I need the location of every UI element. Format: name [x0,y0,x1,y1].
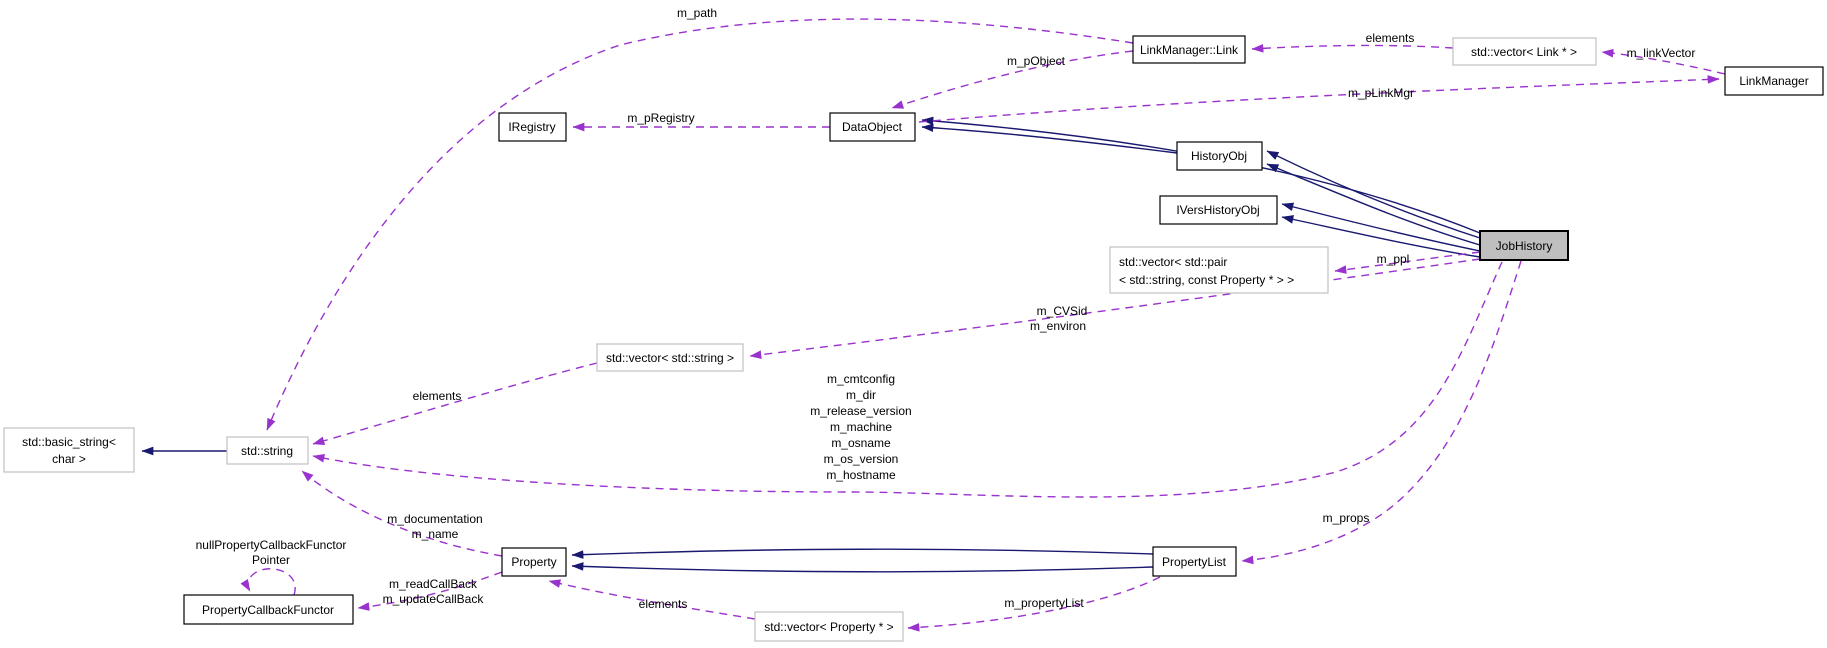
node-vector-link-label: std::vector< Link * > [1471,45,1577,59]
node-vector-string-box [596,343,744,372]
usage-edge-property-stdstring [301,470,503,557]
edge-label-nullpropertycallbackfunctor: nullPropertyCallbackFunctor [196,538,347,552]
edge-label-m-hostname: m_hostname [826,468,896,482]
node-std-string: std::string [226,436,309,465]
usage-edge-callbackfunctor-selfloop [240,568,296,596]
node-property[interactable]: Property [501,547,567,577]
node-basic-string-label-line1: std::basic_string< [22,435,116,449]
usage-edge-property-callbackfunctor [357,571,503,611]
node-linkmanager-link-label: LinkManager::Link [1140,43,1239,57]
edge-label-m-dir: m_dir [846,388,876,402]
node-vector-pair-label-line2: < std::string, const Property * > > [1119,273,1294,287]
usage-edge-vectorproperty-property-elements [548,579,756,620]
usage-edge-jobhistory-propertylist [1241,260,1522,565]
node-propertylist[interactable]: PropertyList [1152,546,1237,577]
node-linkmanager-box[interactable] [1724,66,1824,96]
edge-label-m-updatecallback: m_updateCallBack [383,592,485,606]
node-property-box[interactable] [501,547,567,577]
edge-label-m-cvsid: m_CVSid [1037,304,1088,318]
node-jobhistory-box [1479,230,1569,261]
node-propertylist-box[interactable] [1152,546,1237,577]
usage-edge-jobhistory-vectorpair [1334,251,1481,274]
edge-label-m-plinkmgr: m_pLinkMgr [1348,86,1414,100]
node-propertycallbackfunctor-box[interactable] [183,594,354,625]
edge-label-m-readcallback: m_readCallBack [389,577,478,591]
edge-label-m-os-version: m_os_version [824,452,899,466]
node-iregistry[interactable]: IRegistry [498,112,567,142]
node-vector-property-label: std::vector< Property * > [764,620,893,634]
node-basic-string: std::basic_string< char > [3,427,135,473]
edge-label-m-propertylist: m_propertyList [1004,596,1084,610]
node-vector-property-box [754,611,904,642]
node-historyobj-label: HistoryObj [1191,149,1247,163]
node-propertycallbackfunctor[interactable]: PropertyCallbackFunctor [183,594,354,625]
node-dataobject[interactable]: DataObject [829,112,916,142]
usage-edge-vectorlink-link-elements [1251,44,1454,53]
node-historyobj-box[interactable] [1176,141,1263,171]
edge-label-elements-properties: elements [639,597,688,611]
edge-label-m-ppl: m_ppl [1377,252,1410,266]
usage-edge-propertylist-vectorproperty [907,576,1161,632]
node-propertycallbackfunctor-label: PropertyCallbackFunctor [202,603,334,617]
edge-label-m-cmtconfig: m_cmtconfig [827,372,895,386]
edge-label-m-machine: m_machine [830,420,892,434]
edge-label-m-pregistry: m_pRegistry [627,111,694,125]
node-iregistry-box[interactable] [498,112,567,142]
edge-label-m-release-version: m_release_version [810,404,911,418]
node-vector-pair: std::vector< std::pair < std::string, co… [1109,246,1329,294]
node-std-string-label: std::string [241,444,293,458]
edge-label-elements-strings: elements [413,389,462,403]
edge-label-m-linkvector: m_linkVector [1627,46,1696,60]
inheritance-edge-propertylist-property-2 [571,562,1154,573]
node-ivershistoryobj-label: IVersHistoryObj [1176,203,1259,217]
node-dataobject-label: DataObject [842,120,903,134]
node-basic-string-label-line2: char > [52,452,86,466]
inheritance-edge-jobhistory-historyobj-2 [1266,163,1481,246]
edge-label-m-documentation: m_documentation [387,512,482,526]
usage-edge-dataobject-linkmanager [918,75,1720,123]
node-ivershistoryobj[interactable]: IVersHistoryObj [1159,195,1278,225]
node-linkmanager-link-box[interactable] [1132,35,1246,64]
usage-edge-jobhistory-stdstring-env [312,261,1503,498]
node-linkmanager-label: LinkManager [1739,74,1808,88]
edge-label-m-pobject: m_pObject [1007,54,1066,68]
edge-label-m-path: m_path [677,6,717,20]
edge-label-m-environ: m_environ [1030,319,1086,333]
node-vector-link: std::vector< Link * > [1452,37,1597,66]
node-linkmanager[interactable]: LinkManager [1724,66,1824,96]
usage-edge-link-dataobject [891,50,1134,109]
edge-label-m-osname: m_osname [831,436,891,450]
node-vector-pair-box [1109,246,1329,294]
node-vector-string: std::vector< std::string > [596,343,744,372]
usage-edge-jobhistory-vectorstring [749,258,1481,359]
node-ivershistoryobj-box[interactable] [1159,195,1278,225]
node-vector-string-label: std::vector< std::string > [606,351,734,365]
edge-label-m-props: m_props [1323,511,1370,525]
node-linkmanager-link[interactable]: LinkManager::Link [1132,35,1246,64]
node-basic-string-box [3,427,135,473]
edge-label-elements-top: elements [1366,31,1415,45]
node-vector-pair-label-line1: std::vector< std::pair [1119,255,1227,269]
node-iregistry-label: IRegistry [508,120,555,134]
edge-label-pointer: Pointer [252,553,290,567]
node-dataobject-box[interactable] [829,112,916,142]
inheritance-edge-historyobj-dataobject [921,123,1178,154]
node-jobhistory-label: JobHistory [1496,239,1553,253]
node-vector-link-box [1452,37,1597,66]
node-propertylist-label: PropertyList [1162,555,1227,569]
inheritance-edge-propertylist-property-1 [571,548,1154,559]
edge-label-m-name: m_name [412,527,459,541]
inheritance-edge-jobhistory-historyobj-1 [1266,150,1481,239]
usage-edge-linkmanager-vectorlink [1601,48,1726,75]
node-std-string-box [226,436,309,465]
node-property-label: Property [511,555,556,569]
usage-edge-vectorstring-stdstring-elements [312,362,598,446]
inheritance-edge-jobhistory-ivershistoryobj-1 [1281,202,1481,252]
node-vector-property: std::vector< Property * > [754,611,904,642]
node-jobhistory: JobHistory [1479,230,1569,261]
inheritance-edge-jobhistory-ivershistoryobj-2 [1281,215,1481,258]
node-historyobj[interactable]: HistoryObj [1176,141,1263,171]
